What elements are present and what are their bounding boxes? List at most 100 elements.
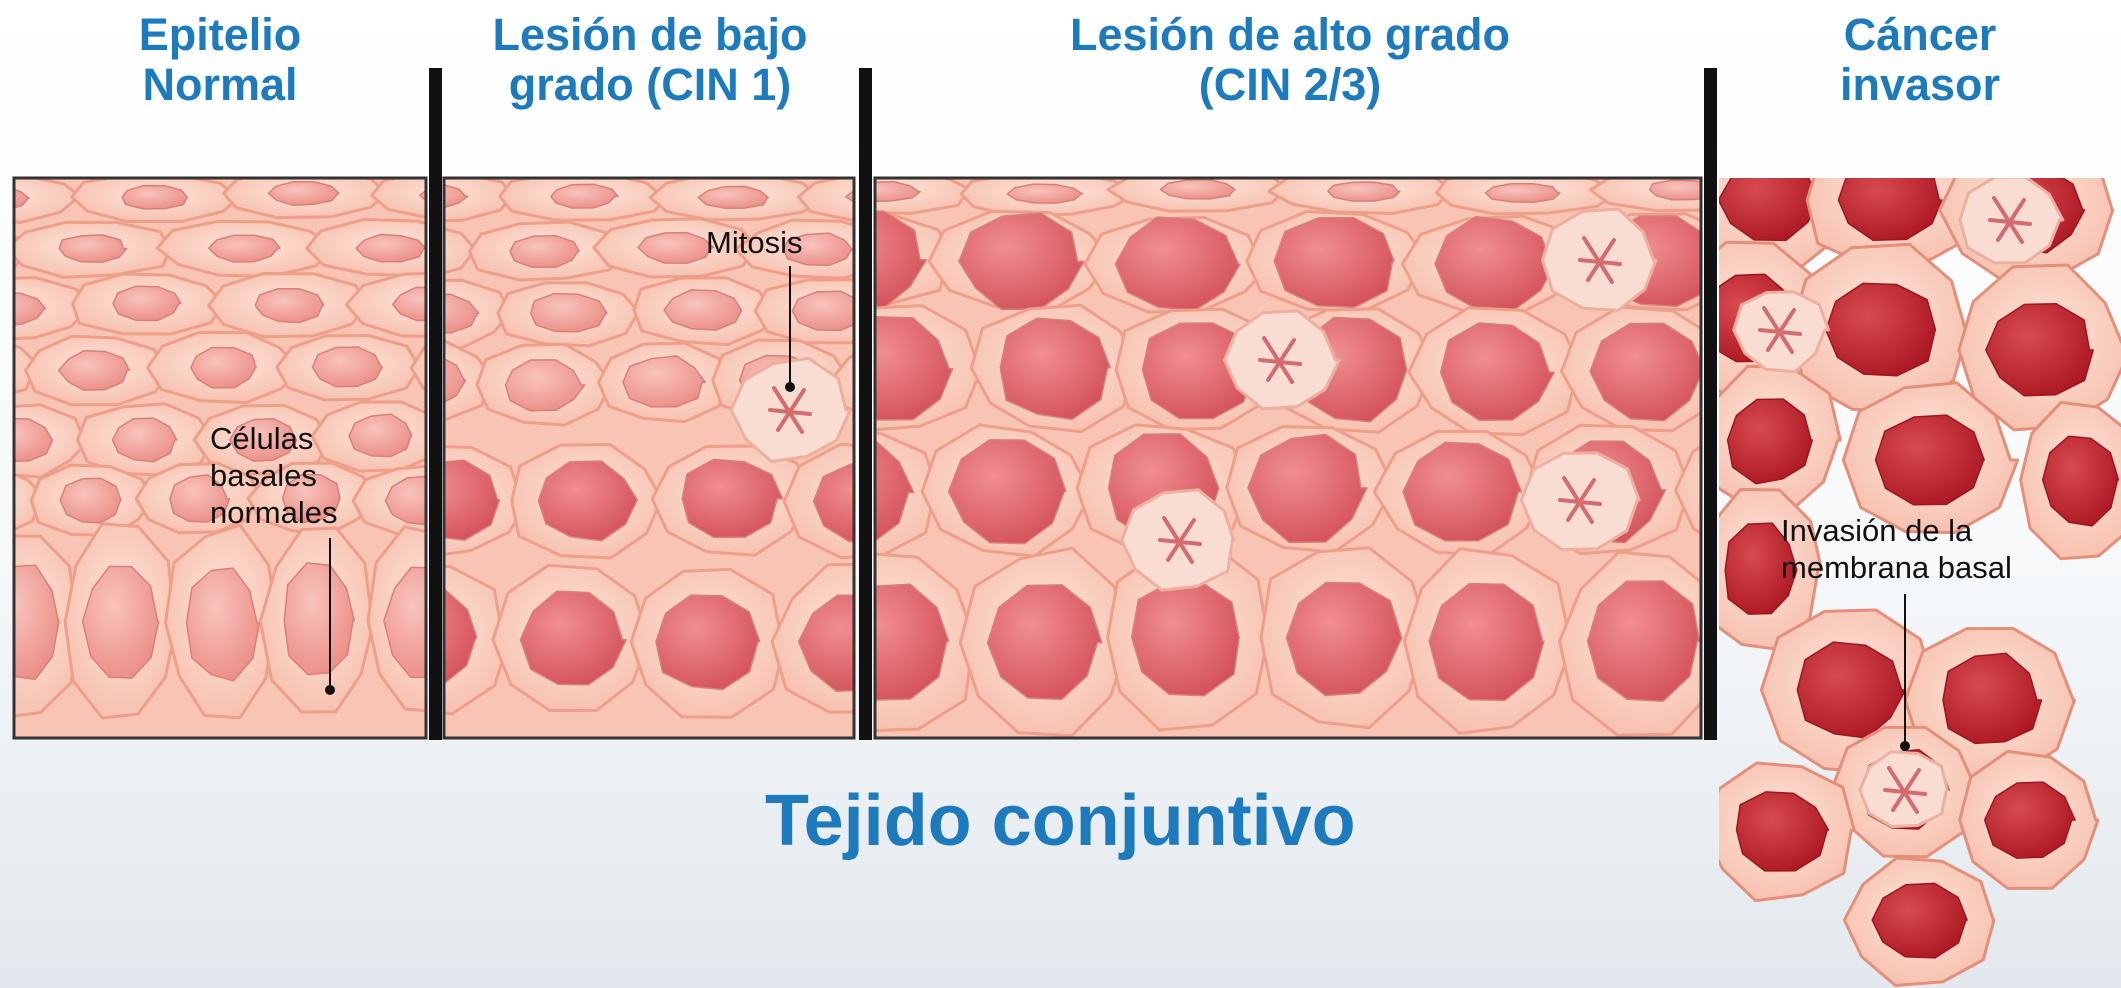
cell-nucleus bbox=[875, 210, 928, 309]
chromosome-figure bbox=[1988, 196, 2032, 244]
cell-nucleus bbox=[1589, 322, 1701, 422]
squamous-cell bbox=[444, 340, 496, 422]
cell-nucleus bbox=[875, 583, 950, 701]
cell-nucleus bbox=[529, 292, 608, 333]
malignant-nucleus bbox=[1726, 398, 1814, 485]
stage-title-invasive: Cáncer invasor bbox=[1839, 9, 2001, 110]
cell-nucleus bbox=[112, 285, 182, 322]
squamous-cell bbox=[829, 353, 854, 413]
cell-nucleus bbox=[169, 474, 231, 523]
cell-nucleus bbox=[1439, 322, 1555, 422]
squamous-cell bbox=[409, 345, 426, 392]
cell-nucleus bbox=[59, 477, 122, 524]
cell-nucleus bbox=[383, 566, 426, 678]
malignant-nucleus bbox=[2041, 435, 2120, 527]
malignant-nucleus bbox=[1874, 414, 1985, 506]
malignant-nucleus bbox=[1871, 882, 1968, 959]
callout-dot-basal bbox=[325, 685, 335, 695]
chromosome-figure bbox=[1578, 236, 1622, 284]
chromosome-figure bbox=[1883, 766, 1927, 814]
cell-nucleus bbox=[791, 290, 854, 332]
cell-nucleus bbox=[1586, 580, 1701, 703]
cell-nucleus bbox=[348, 413, 413, 458]
malignant-nucleus bbox=[1942, 652, 2043, 745]
cell-nucleus bbox=[1006, 183, 1084, 204]
chromosome-figure bbox=[1758, 306, 1802, 354]
callout-basement-invasion: Invasión de la membrana basal bbox=[1781, 513, 2012, 585]
cell-nucleus bbox=[311, 346, 384, 388]
cell-nucleus bbox=[444, 293, 480, 334]
stage-divider bbox=[429, 68, 442, 740]
panel-outline-normal bbox=[12, 176, 428, 740]
malignant-nucleus bbox=[1985, 302, 2094, 397]
cell-nucleus bbox=[947, 438, 1067, 545]
chromosome-figure bbox=[1258, 336, 1302, 384]
cell-nucleus bbox=[1130, 581, 1240, 697]
callout-dot-mitosis bbox=[785, 382, 795, 392]
cell-nucleus bbox=[208, 234, 281, 263]
cell-nucleus bbox=[999, 317, 1111, 421]
cell-nucleus bbox=[444, 587, 478, 685]
cell-nucleus bbox=[419, 189, 426, 202]
surface-cell bbox=[370, 178, 426, 219]
cell-nucleus bbox=[958, 212, 1085, 311]
stage-divider bbox=[1704, 68, 1717, 740]
normal-epithelium-cells bbox=[14, 178, 426, 720]
cell-nucleus bbox=[444, 184, 469, 209]
cell-nucleus bbox=[875, 315, 954, 421]
cell-nucleus bbox=[1285, 581, 1403, 697]
cell-nucleus bbox=[1402, 441, 1523, 542]
stage-title-normal: Epitelio Normal bbox=[138, 9, 302, 110]
callout-mitosis: Mitosis bbox=[706, 225, 803, 260]
cell-nucleus bbox=[121, 184, 189, 210]
malignant-nucleus bbox=[1735, 791, 1830, 872]
cell-nucleus bbox=[81, 565, 160, 679]
cell-nucleus bbox=[58, 234, 128, 263]
malignant-nucleus bbox=[1719, 178, 1821, 242]
cell-nucleus bbox=[1247, 433, 1368, 544]
malignant-nucleus bbox=[1983, 781, 2076, 859]
cell-nucleus bbox=[254, 288, 325, 324]
callout-basal-cells: Células basales normales bbox=[210, 421, 338, 530]
cell-nucleus bbox=[875, 439, 915, 542]
invasive-cancer-cells bbox=[1719, 178, 2121, 987]
cell-nucleus bbox=[14, 417, 54, 462]
stage-title-low-grade: Lesión de bajo grado (CIN 1) bbox=[492, 9, 808, 110]
cell-nucleus bbox=[1327, 181, 1401, 202]
cell-nucleus bbox=[655, 594, 761, 691]
cell-nucleus bbox=[283, 562, 356, 676]
cell-nucleus bbox=[190, 346, 257, 389]
panel-outline-cin1 bbox=[442, 176, 856, 740]
cell-nucleus bbox=[1428, 582, 1545, 702]
cell-nucleus bbox=[444, 459, 501, 541]
parabasal-cell bbox=[14, 472, 48, 532]
low-grade-lesion-cells bbox=[444, 178, 854, 719]
cell-nucleus bbox=[391, 286, 426, 322]
chromosome-figure bbox=[768, 386, 812, 434]
cell-nucleus bbox=[509, 234, 580, 269]
cell-nucleus bbox=[986, 584, 1103, 701]
cell-nucleus bbox=[622, 355, 706, 408]
malignant-nucleus bbox=[1837, 178, 1943, 242]
chromosome-figure bbox=[1158, 516, 1202, 564]
cell-nucleus bbox=[637, 231, 715, 264]
cell-nucleus bbox=[782, 232, 853, 267]
dysplastic-cell bbox=[1673, 444, 1701, 536]
cell-nucleus bbox=[1648, 179, 1701, 201]
cell-nucleus bbox=[1159, 178, 1236, 200]
cell-nucleus bbox=[267, 180, 340, 207]
cell-nucleus bbox=[519, 590, 627, 686]
cell-nucleus bbox=[384, 475, 426, 526]
cell-nucleus bbox=[537, 460, 639, 542]
cell-nucleus bbox=[1434, 215, 1556, 311]
cell-nucleus bbox=[229, 417, 298, 462]
cell-nucleus bbox=[812, 463, 854, 543]
surface-cell bbox=[444, 178, 514, 223]
cell-nucleus bbox=[111, 417, 178, 463]
malignant-nucleus bbox=[1724, 522, 1798, 615]
cell-nucleus bbox=[1273, 216, 1395, 309]
chromosome-figure bbox=[1558, 476, 1602, 524]
malignant-nucleus bbox=[1825, 282, 1937, 377]
cell-nucleus bbox=[444, 357, 467, 404]
